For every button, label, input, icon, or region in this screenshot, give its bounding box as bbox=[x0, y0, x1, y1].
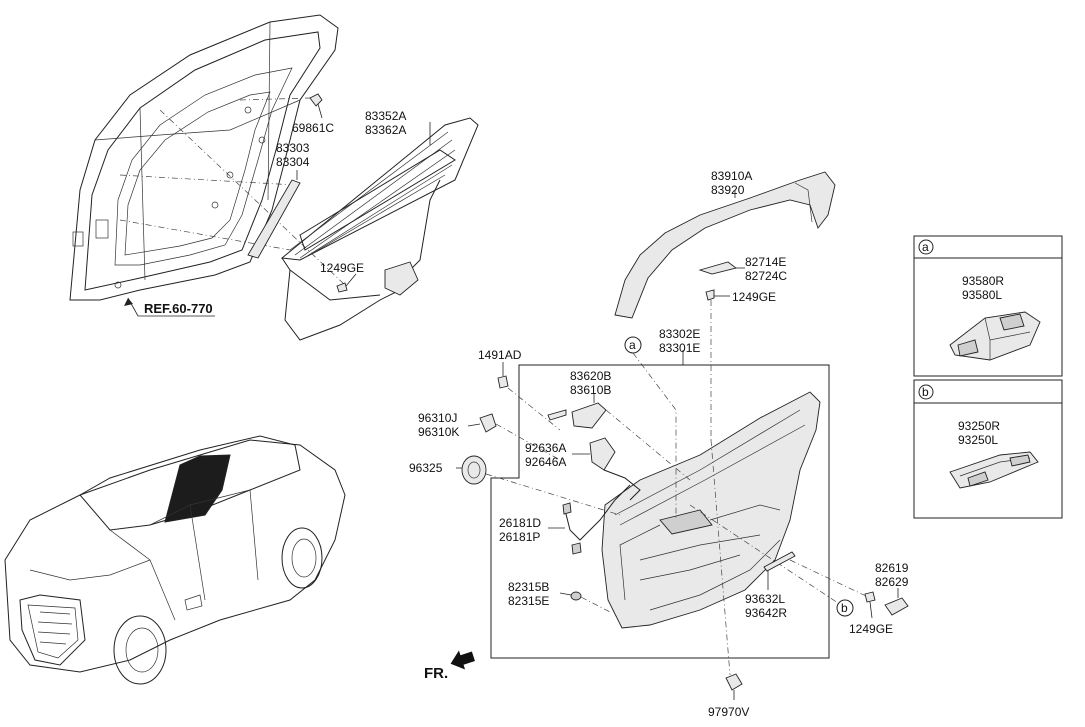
callout-b-label: b bbox=[841, 601, 848, 615]
trim-82714E bbox=[698, 261, 745, 275]
label-83352A: 83352A bbox=[365, 109, 406, 123]
clip-97970V bbox=[710, 439, 743, 700]
label-82714E: 82714E bbox=[745, 255, 786, 269]
inset-a-line1: 93580R bbox=[962, 274, 1004, 288]
label-96310K: 96310K bbox=[418, 425, 459, 439]
label-96310J: 96310J bbox=[418, 411, 457, 425]
front-direction-arrow bbox=[450, 650, 475, 670]
inset-b bbox=[913, 379, 1063, 519]
label-82315B: 82315B bbox=[508, 580, 549, 594]
inset-a-tag: a bbox=[922, 240, 929, 254]
moulding-83910A bbox=[614, 171, 836, 319]
label-96325: 96325 bbox=[409, 461, 443, 475]
screw-1249GE-mid bbox=[705, 289, 730, 440]
label-92636A: 92636A bbox=[525, 441, 566, 455]
label-82629: 82629 bbox=[875, 575, 909, 589]
clip-1491AD bbox=[497, 362, 561, 431]
door-frame-drawing bbox=[69, 14, 346, 317]
lamp-92636A bbox=[572, 437, 641, 501]
inset-b-line2: 93250L bbox=[958, 433, 998, 447]
door-trim-panel-83302E bbox=[601, 391, 821, 629]
label-92646A: 92646A bbox=[525, 455, 566, 469]
label-26181P: 26181P bbox=[499, 530, 540, 544]
label-1249GE-top: 1249GE bbox=[320, 261, 364, 275]
label-93632L: 93632L bbox=[745, 592, 785, 606]
screw-1249GE-top bbox=[336, 273, 357, 293]
wiring-26181D bbox=[548, 484, 631, 555]
window-regulator-83352A bbox=[280, 117, 479, 341]
clip-82315B bbox=[559, 591, 611, 613]
callout-b bbox=[689, 504, 854, 617]
strip-93632L bbox=[763, 551, 796, 590]
cap-82619 bbox=[884, 588, 909, 616]
clip-69861C bbox=[309, 93, 323, 119]
label-82724C: 82724C bbox=[745, 269, 787, 283]
label-83302E: 83302E bbox=[659, 327, 700, 341]
ref-label: REF.60-770 bbox=[144, 301, 213, 316]
fr-label: FR. bbox=[424, 665, 448, 682]
label-83920: 83920 bbox=[711, 183, 745, 197]
label-83303: 83303 bbox=[276, 141, 310, 155]
label-82619: 82619 bbox=[875, 561, 909, 575]
label-69861C: 69861C bbox=[292, 121, 334, 135]
label-82315E: 82315E bbox=[508, 594, 549, 608]
label-83610B: 83610B bbox=[570, 383, 611, 397]
door-trim-panel-box bbox=[490, 350, 830, 659]
label-83910A: 83910A bbox=[711, 169, 752, 183]
label-83620B: 83620B bbox=[570, 369, 611, 383]
inset-a bbox=[913, 235, 1063, 377]
inset-a-line2: 93580L bbox=[962, 288, 1002, 302]
label-97970V: 97970V bbox=[708, 705, 749, 719]
inset-b-tag: b bbox=[922, 385, 929, 399]
callout-a bbox=[624, 336, 677, 520]
tweeter-96310J bbox=[467, 413, 561, 461]
label-83301E: 83301E bbox=[659, 341, 700, 355]
trim-strip-83303 bbox=[247, 170, 301, 259]
speaker-96325 bbox=[456, 455, 621, 516]
label-93642R: 93642R bbox=[745, 606, 787, 620]
inside-handle-83620B bbox=[547, 393, 691, 481]
label-83362A: 83362A bbox=[365, 123, 406, 137]
label-26181D: 26181D bbox=[499, 516, 541, 530]
label-1249GE-mid: 1249GE bbox=[732, 290, 776, 304]
label-1249GE-bottom: 1249GE bbox=[849, 622, 893, 636]
label-83304: 83304 bbox=[276, 155, 310, 169]
callout-a-label: a bbox=[629, 338, 636, 352]
screw-1249GE-bottom bbox=[789, 559, 876, 619]
sedan-drawing bbox=[4, 435, 346, 685]
inset-b-line1: 93250R bbox=[958, 419, 1000, 433]
label-1491AD: 1491AD bbox=[478, 348, 522, 362]
